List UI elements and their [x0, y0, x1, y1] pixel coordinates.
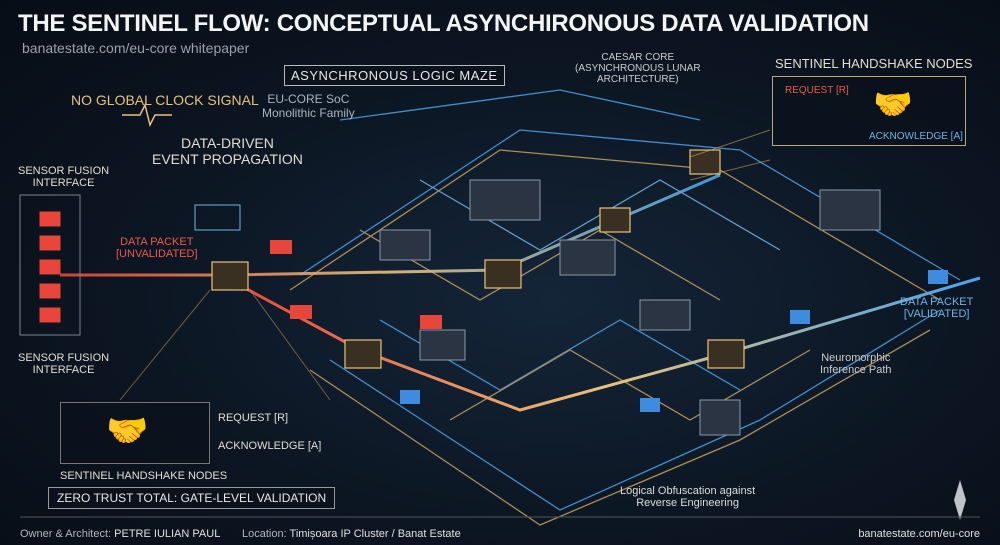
- page-title: THE SENTINEL FLOW: CONCEPTUAL ASYNCHIRON…: [18, 10, 869, 37]
- obfuscation-line2: Reverse Engineering: [636, 497, 739, 509]
- sensor-top-line2: INTERFACE: [32, 177, 95, 189]
- handshake-bottom-title: SENTINEL HANDSHAKE NODES: [60, 470, 228, 482]
- sensor-folders: [39, 211, 61, 323]
- handshake-top-ack: ACKNOWLEDGE [A]: [869, 131, 963, 142]
- data-driven-line1: DATA-DRIVEN: [181, 135, 274, 151]
- handshake-icon: 🤝: [873, 86, 913, 122]
- chip: [469, 179, 541, 221]
- obfuscation-line1: Logical Obfuscation against: [620, 485, 756, 497]
- handshake-bottom-panel: 🤝: [60, 402, 210, 464]
- data-driven-line2: EVENT PROPAGATION: [152, 151, 303, 167]
- packet-in-line1: DATA PACKET: [120, 236, 194, 248]
- sensor-top-line1: SENSOR FUSION: [18, 165, 110, 177]
- packet-out-line2: [VALIDATED]: [903, 308, 970, 320]
- zero-trust-label: ZERO TRUST TOTAL: GATE-LEVEL VALIDATION: [48, 487, 336, 509]
- maze-label: ASYNCHRONOUS LOGIC MAZE: [284, 65, 505, 86]
- handshake-top-panel: REQUEST [R] 🤝 ACKNOWLEDGE [A]: [772, 76, 966, 146]
- no-clock-label: NO GLOBAL CLOCK SIGNAL: [71, 92, 259, 108]
- location-value: Timișoara IP Cluster / Banat Estate: [289, 528, 461, 540]
- caesar-line3: ARCHITECTURE): [596, 74, 679, 85]
- subtitle-url: banatestate.com/eu-core whitepaper: [22, 40, 250, 56]
- packet-out-line1: DATA PACKET: [900, 296, 974, 308]
- owner-label: Owner & Architect:: [20, 528, 112, 540]
- clock-wave-icon: [122, 102, 172, 128]
- owner-name: PETRE IULIAN PAUL: [114, 528, 221, 540]
- handshake-bottom-ack: ACKNOWLEDGE [A]: [218, 440, 322, 452]
- packet-in-line2: [UNVALIDATED]: [116, 248, 198, 260]
- neuromorphic-line2: Inference Path: [820, 364, 892, 376]
- handshake-bottom-request: REQUEST [R]: [218, 412, 289, 424]
- sensor-bottom-line2: INTERFACE: [32, 364, 95, 376]
- neuromorphic-line1: Neuromorphic: [821, 352, 891, 364]
- eu-core-line2: Monolithic Family: [262, 106, 355, 120]
- sparkle-icon: [954, 480, 966, 520]
- location-label: Location:: [242, 528, 287, 540]
- sensor-bottom-line1: SENSOR FUSION: [18, 352, 110, 364]
- caesar-line2: (ASYNCHRONOUS LUNAR: [575, 63, 701, 74]
- handshake-top-title: SENTINEL HANDSHAKE NODES: [775, 56, 973, 71]
- caesar-line1: CAESAR CORE: [601, 52, 675, 63]
- handshake-icon: 🤝: [106, 412, 149, 450]
- footer-url[interactable]: banatestate.com/eu-core: [858, 528, 980, 540]
- handshake-top-request: REQUEST [R]: [785, 85, 849, 96]
- eu-core-line1: EU-CORE SoC: [267, 92, 350, 106]
